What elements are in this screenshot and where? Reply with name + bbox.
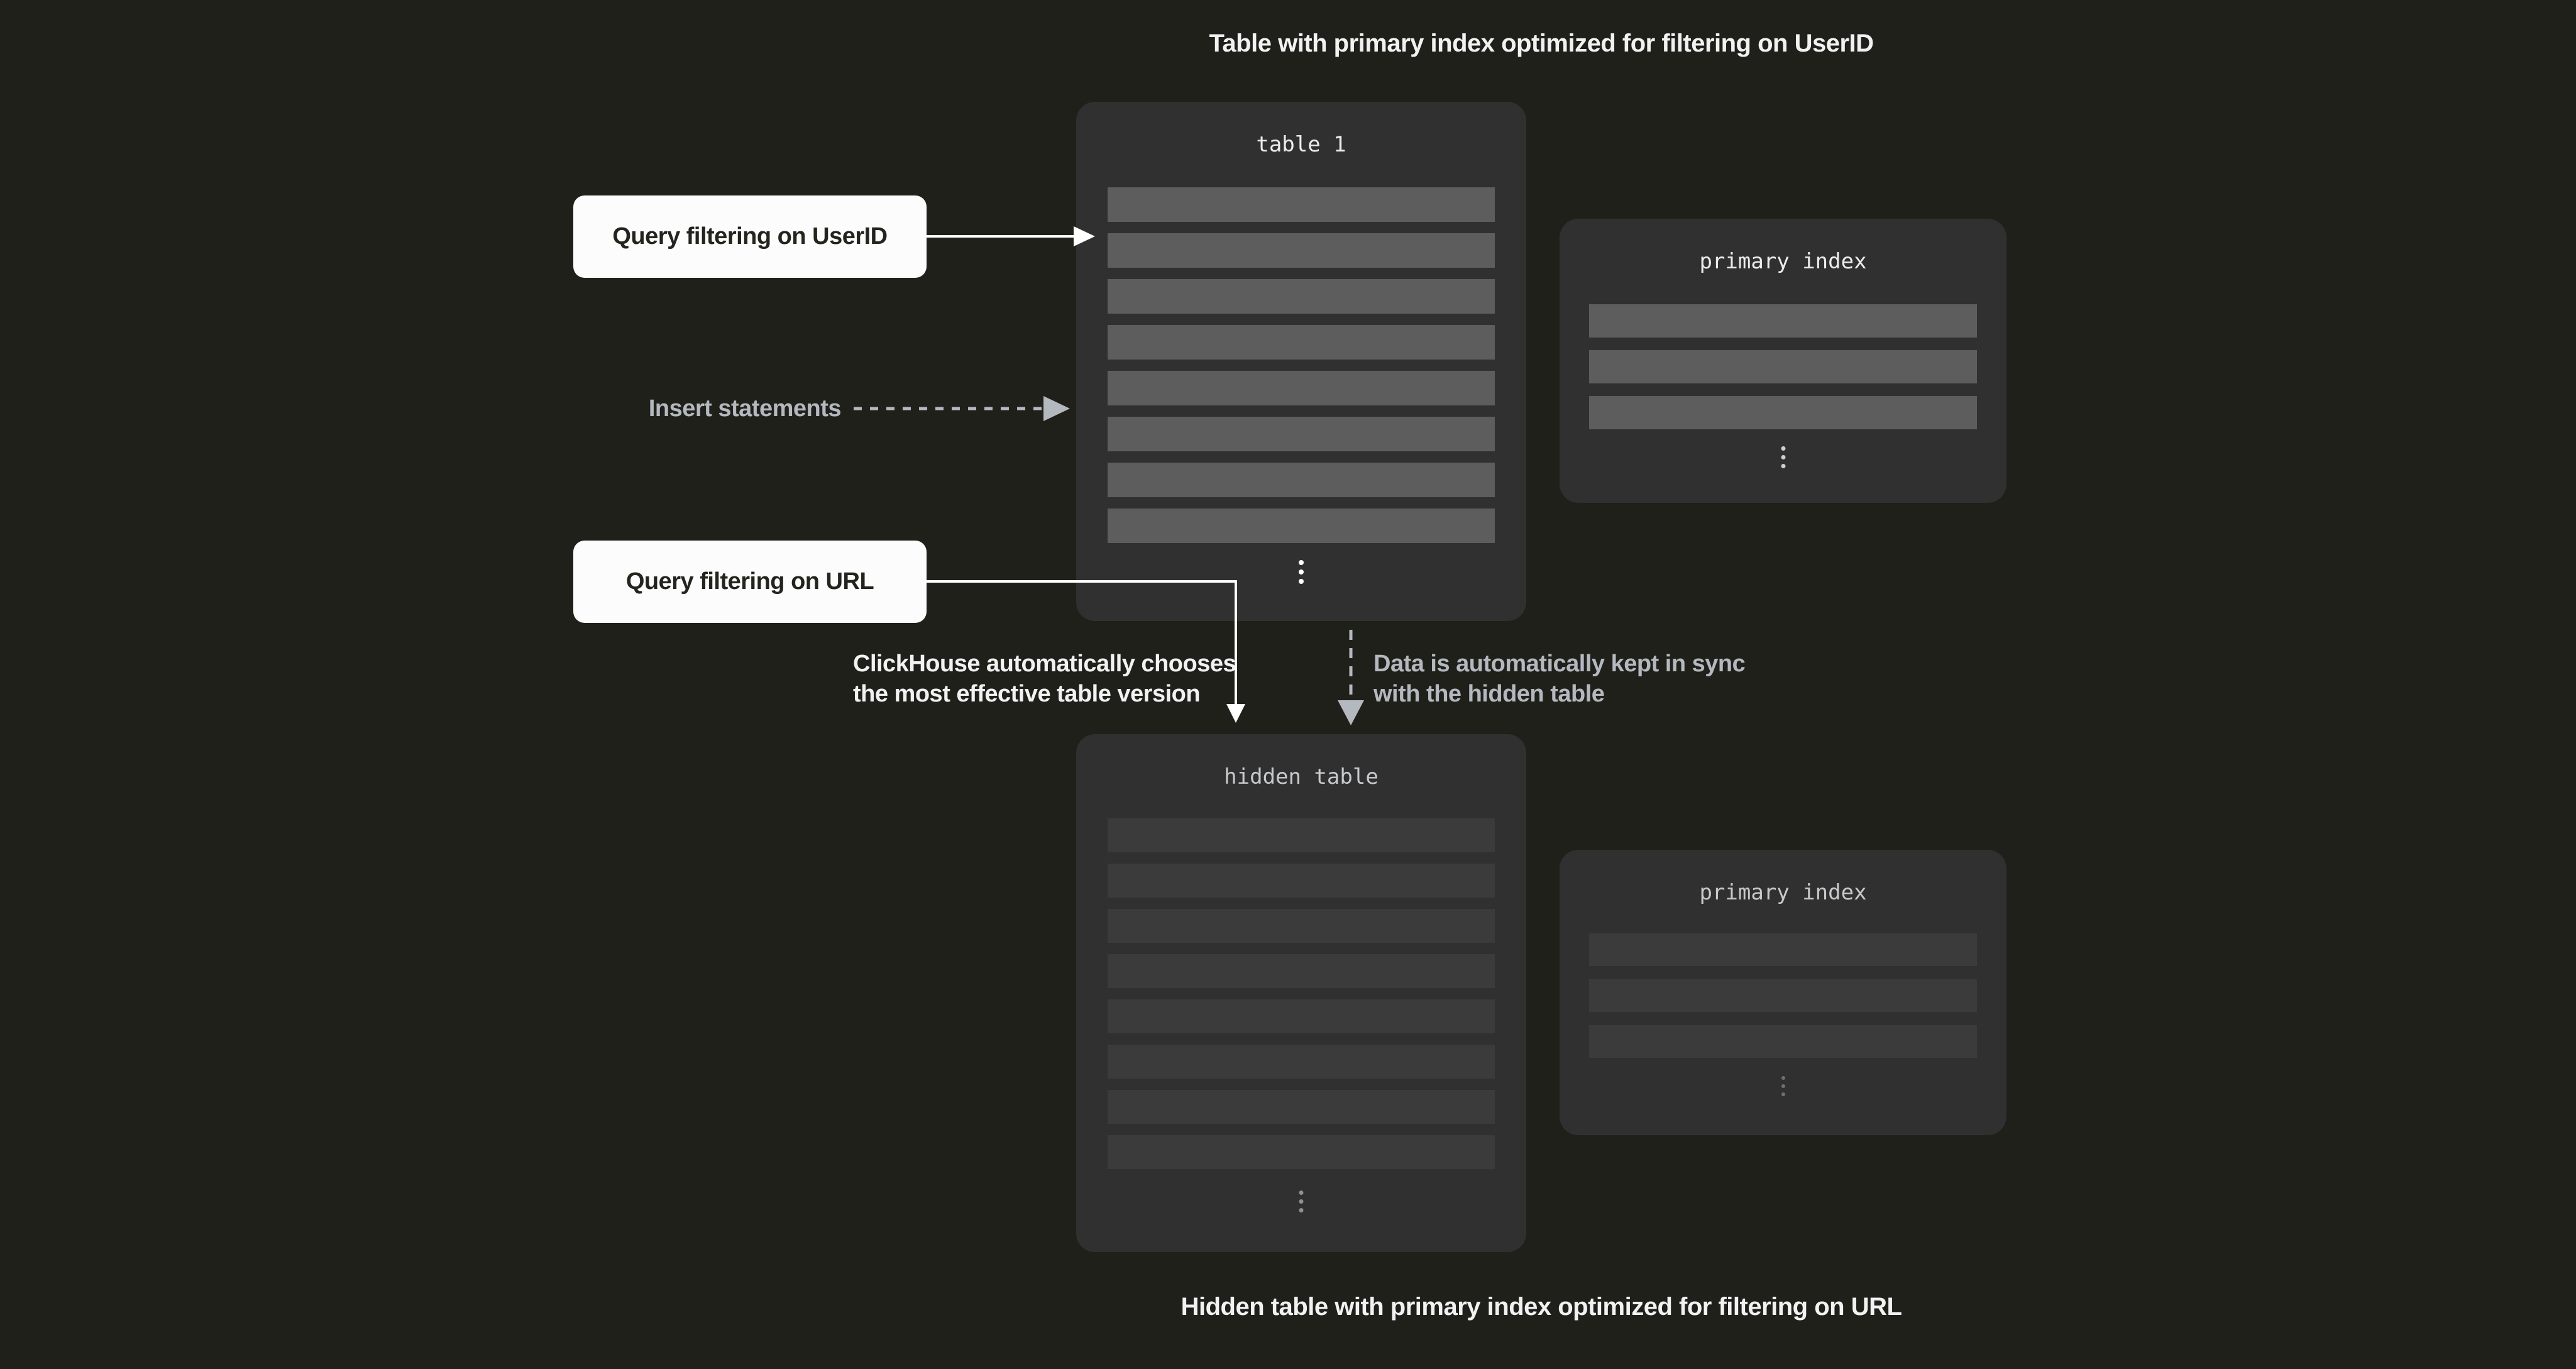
table-row [1589,350,1977,383]
chooses-annotation: ClickHouse automatically chooses the mos… [853,649,1236,709]
sync-annotation-line2: with the hidden table [1373,681,1605,707]
top-title: Table with primary index optimized for f… [1209,30,1874,57]
primary-index-top-panel: primary index [1560,219,2006,503]
table-row [1589,979,1977,1012]
table-row [1108,1045,1495,1079]
vertical-ellipsis-icon [1781,446,1785,468]
table1-rows [1108,187,1495,554]
table-row [1108,417,1495,451]
table-row [1108,1090,1495,1124]
hidden-table-rows [1108,818,1495,1180]
bottom-title: Hidden table with primary index optimize… [1181,1293,1902,1321]
table-row [1108,1135,1495,1169]
table-row [1108,187,1495,222]
vertical-ellipsis-icon [1781,1076,1785,1096]
table-row [1108,954,1495,988]
primary-index-top-label: primary index [1699,249,1867,274]
table1-label: table 1 [1256,132,1346,157]
primary-index-top-rows [1589,304,1977,442]
hidden-table-panel: hidden table [1076,734,1526,1252]
hidden-table-label: hidden table [1224,764,1379,789]
table-row [1108,279,1495,314]
vertical-ellipsis-icon [1299,560,1304,584]
sync-annotation: Data is automatically kept in sync with … [1373,649,1746,709]
primary-index-bottom-panel: primary index [1560,850,2006,1135]
primary-index-bottom-label: primary index [1699,880,1867,905]
table-row [1108,463,1495,497]
table-row [1108,864,1495,898]
table-row [1589,933,1977,966]
table-row [1108,233,1495,268]
query-url-callout: Query filtering on URL [573,541,927,623]
sync-annotation-line1: Data is automatically kept in sync [1373,651,1746,677]
table-row [1589,304,1977,338]
insert-statements-label: Insert statements [648,395,842,422]
table-row [1589,396,1977,429]
chooses-annotation-line1: ClickHouse automatically chooses [853,651,1236,677]
primary-index-bottom-rows [1589,933,1977,1071]
table-row [1589,1025,1977,1058]
chooses-annotation-line2: the most effective table version [853,681,1201,707]
table-row [1108,325,1495,360]
table-row [1108,818,1495,852]
table-row [1108,909,1495,943]
table1-panel: table 1 [1076,102,1526,621]
arrow-down-icon [1338,700,1364,725]
arrow-right-icon [1043,396,1070,421]
table-row [1108,509,1495,543]
table-row [1108,371,1495,405]
table-row [1108,999,1495,1033]
query-userid-callout: Query filtering on UserID [573,195,927,278]
vertical-ellipsis-icon [1299,1190,1304,1212]
